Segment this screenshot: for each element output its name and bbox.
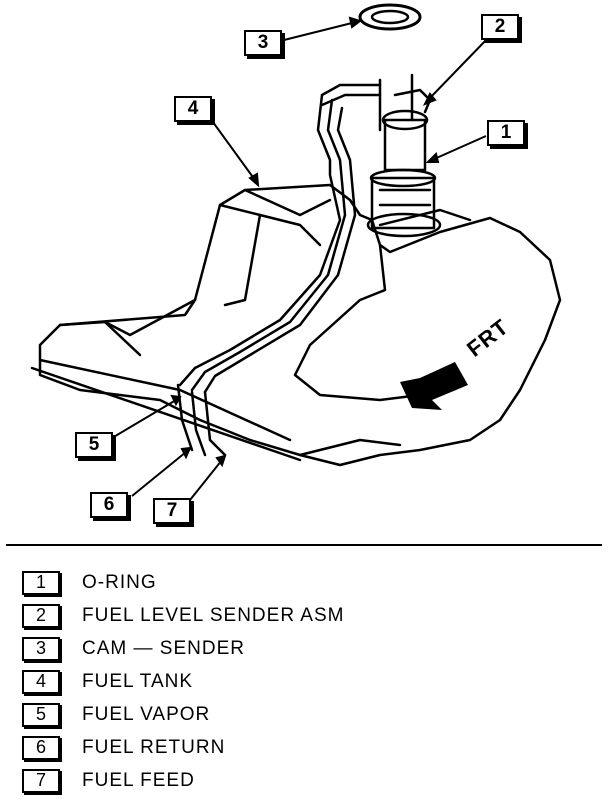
legend-item: 6 FUEL RETURN <box>22 731 344 764</box>
divider <box>6 544 602 546</box>
legend-label: FUEL RETURN <box>82 736 226 758</box>
callout-3: 3 <box>244 30 282 56</box>
fuel-tank-diagram: 3 2 1 4 5 6 7 FRT <box>30 3 562 524</box>
callout-1: 1 <box>487 120 525 146</box>
legend-item: 3 CAM — SENDER <box>22 632 344 665</box>
legend-label: FUEL FEED <box>82 769 195 791</box>
callout-2: 2 <box>481 14 519 40</box>
legend-number: 6 <box>22 735 60 760</box>
legend-label: FUEL LEVEL SENDER ASM <box>82 604 345 626</box>
legend-label: O-RING <box>82 571 157 593</box>
callout-5: 5 <box>75 432 113 458</box>
cam-ring <box>358 3 422 31</box>
callout-6: 6 <box>90 492 128 518</box>
fuel-tank-illustration <box>30 3 562 501</box>
legend-number: 7 <box>22 768 60 793</box>
fuel-lines <box>178 83 382 387</box>
legend-label: FUEL TANK <box>82 670 194 692</box>
legend-item: 1 O-RING <box>22 566 344 599</box>
legend-number: 2 <box>22 603 60 628</box>
fuel-tank-outline <box>38 183 562 467</box>
legend-item: 5 FUEL VAPOR <box>22 698 344 731</box>
legend-number: 5 <box>22 702 60 727</box>
legend-item: 4 FUEL TANK <box>22 665 344 698</box>
legend-item: 7 FUEL FEED <box>22 764 344 797</box>
legend: 1 O-RING 2 FUEL LEVEL SENDER ASM 3 CAM —… <box>22 566 344 797</box>
front-direction-arrow <box>400 362 468 410</box>
callout-4: 4 <box>174 96 212 122</box>
legend-item: 2 FUEL LEVEL SENDER ASM <box>22 599 344 632</box>
legend-label: FUEL VAPOR <box>82 703 211 725</box>
callout-7: 7 <box>153 498 191 524</box>
legend-label: CAM — SENDER <box>82 637 245 659</box>
legend-number: 4 <box>22 669 60 694</box>
legend-number: 3 <box>22 636 60 661</box>
legend-number: 1 <box>22 570 60 595</box>
sender-flange <box>366 212 442 238</box>
